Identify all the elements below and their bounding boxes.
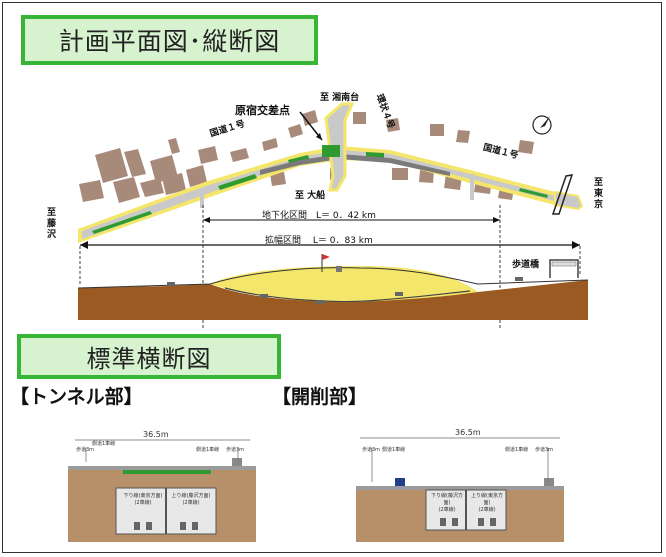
label-footbridge: 歩道橋: [512, 260, 540, 270]
cut-width-label: 36.5m: [455, 428, 481, 437]
road-network: [78, 102, 584, 243]
label-underground-section: 地下化区間 L＝ 0．42 km: [262, 211, 376, 221]
label-to-ofuna: 至 大船: [295, 191, 326, 201]
tunnel-section-label: 【トンネル部】: [10, 386, 143, 408]
cross-section-heading-text: 標準横断図: [86, 345, 212, 373]
cut-tube-2: 上り線(東京方面) (2車線): [471, 493, 503, 513]
cross-section-heading: 標準横断図: [17, 334, 281, 379]
label-to-fujisawa: 至藤沢: [47, 208, 57, 240]
cut-section-label: 【開削部】: [272, 386, 368, 408]
tunnel-right-sidewalk: 歩道3m: [226, 447, 245, 453]
cut-left-lane: 側道1車線: [382, 447, 406, 453]
tunnel-cross-section: [68, 439, 256, 542]
label-to-tokyo: 至東京: [594, 178, 604, 210]
tunnel-width-label: 36.5m: [143, 430, 169, 439]
plan-section-heading: 計画平面図･縦断図: [21, 15, 318, 65]
tunnel-tube-2: 上り線(藤沢方面) (2車線): [171, 493, 211, 506]
tunnel-right-lane: 側道1車線: [196, 447, 220, 453]
cut-cover-cross-section: [356, 437, 564, 542]
cut-right-sidewalk: 歩道3m: [535, 447, 554, 453]
longitudinal-profile: [77, 254, 589, 320]
tunnel-tube-1: 下り線(東京方面) (2車線): [123, 493, 163, 506]
label-harajuku-intersection: 原宿交差点: [235, 104, 290, 117]
cut-tube-1: 下り線(藤沢方面) (2車線): [431, 493, 463, 513]
underground-dimension: [202, 205, 501, 330]
plan-section-heading-text: 計画平面図･縦断図: [58, 27, 281, 56]
buildings-left: [79, 110, 318, 203]
label-to-shonandai: 至 湘南台: [320, 93, 360, 103]
cut-right-lane: 側道1車線: [505, 447, 529, 453]
tunnel-left-lane: 側道1車線: [92, 441, 116, 447]
north-arrow-icon: [532, 115, 552, 135]
cut-left-sidewalk: 歩道3m: [362, 447, 381, 453]
label-widening-section: 拡幅区間 L＝ 0．83 km: [265, 236, 373, 246]
tunnel-left-sidewalk: 歩道3m: [76, 447, 95, 453]
widening-dimension: [79, 241, 581, 285]
